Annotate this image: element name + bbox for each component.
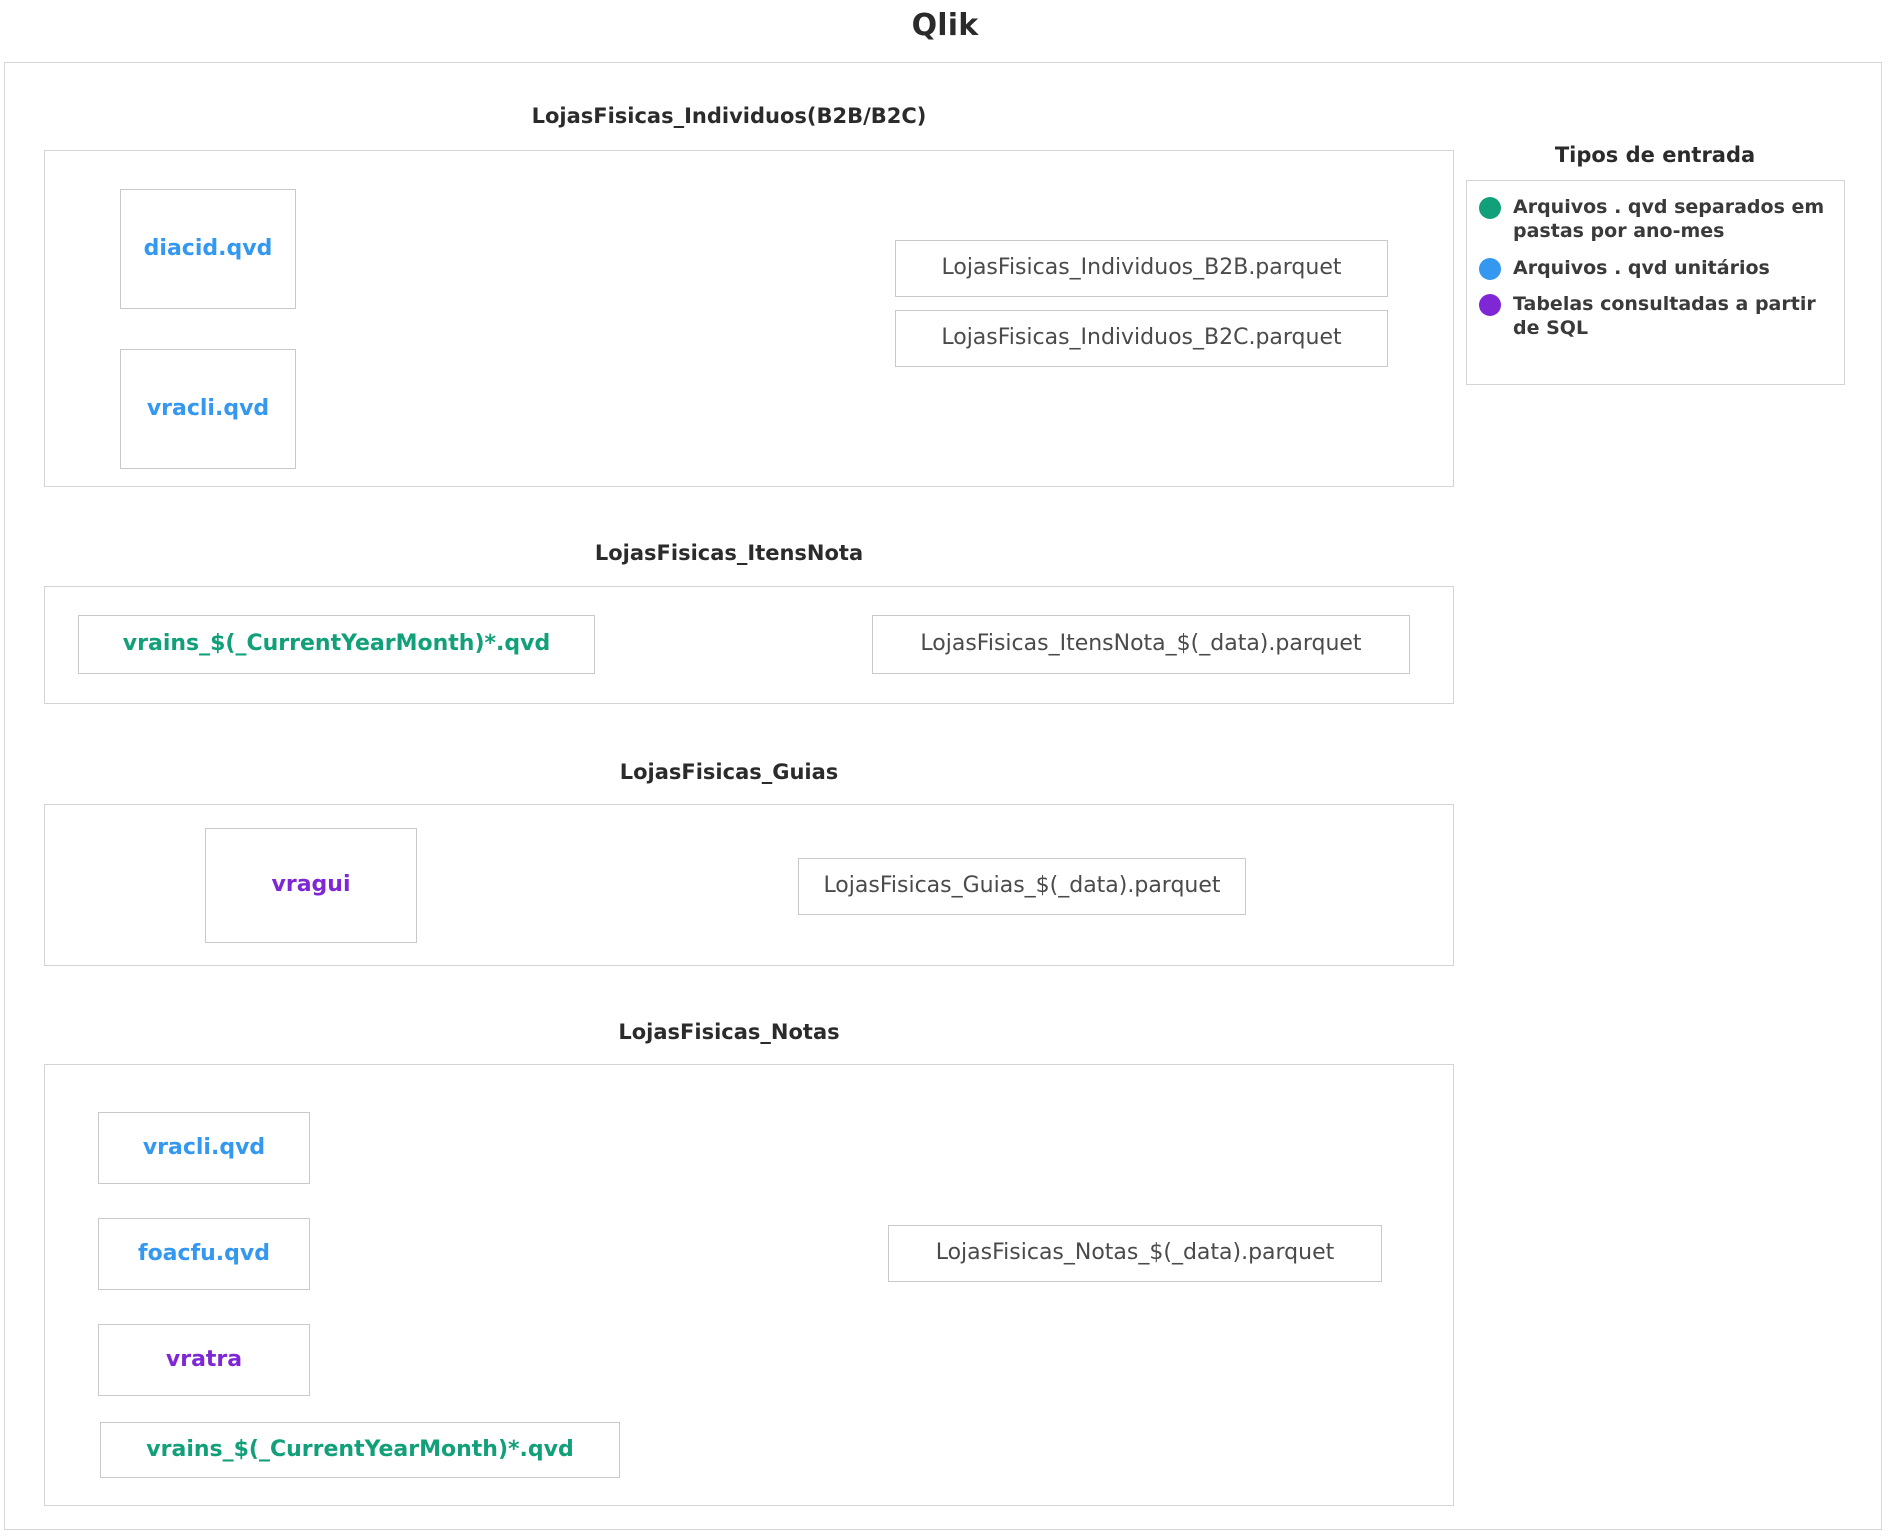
node-input-foacfu-notas[interactable]: foacfu.qvd <box>98 1218 310 1290</box>
node-label: LojasFisicas_Notas_$(_data).parquet <box>935 1240 1335 1266</box>
legend-item-sql: Tabelas consultadas a partir de SQL <box>1479 292 1832 341</box>
node-input-diacid-qvd[interactable]: diacid.qvd <box>120 189 296 309</box>
page-title: Qlik <box>911 8 979 43</box>
node-label: vracli.qvd <box>142 1134 266 1160</box>
node-label: LojasFisicas_ItensNota_$(_data).parquet <box>920 631 1362 657</box>
node-label: foacfu.qvd <box>138 1240 270 1266</box>
legend-box: Arquivos . qvd separados em pastas por a… <box>1466 180 1845 385</box>
node-output-itensnota[interactable]: LojasFisicas_ItensNota_$(_data).parquet <box>872 615 1410 674</box>
section-title-individuos: LojasFisicas_Individuos(B2B/B2C) <box>531 104 927 128</box>
node-input-vratra-notas[interactable]: vratra <box>98 1324 310 1396</box>
section-title-itensnota: LojasFisicas_ItensNota <box>594 541 864 565</box>
legend-dot-icon <box>1479 257 1501 280</box>
node-output-individuos-b2b[interactable]: LojasFisicas_Individuos_B2B.parquet <box>895 240 1388 297</box>
legend-dot-icon <box>1479 197 1501 219</box>
node-label: LojasFisicas_Individuos_B2B.parquet <box>941 255 1342 281</box>
node-label: diacid.qvd <box>143 235 273 261</box>
section-title-guias: LojasFisicas_Guias <box>619 760 839 784</box>
legend-item-label: Tabelas consultadas a partir de SQL <box>1513 292 1816 340</box>
legend-item-qvd-monthly: Arquivos . qvd separados em pastas por a… <box>1479 195 1832 244</box>
node-output-guias[interactable]: LojasFisicas_Guias_$(_data).parquet <box>798 858 1246 915</box>
node-input-vracli-notas[interactable]: vracli.qvd <box>98 1112 310 1184</box>
node-input-vragui[interactable]: vragui <box>205 828 417 943</box>
legend-item-label: Arquivos . qvd unitários <box>1513 256 1770 279</box>
legend-title: Tipos de entrada <box>1554 143 1756 167</box>
node-label: LojasFisicas_Individuos_B2C.parquet <box>941 325 1342 351</box>
node-input-vracli-qvd[interactable]: vracli.qvd <box>120 349 296 469</box>
diagram-outer-frame <box>4 62 1882 1530</box>
node-label: LojasFisicas_Guias_$(_data).parquet <box>823 873 1221 899</box>
legend-dot-icon <box>1479 293 1501 316</box>
node-label: vragui <box>271 872 351 898</box>
node-label: vracli.qvd <box>146 395 270 421</box>
legend-item-label: Arquivos . qvd separados em pastas por a… <box>1513 196 1825 243</box>
section-title-notas: LojasFisicas_Notas <box>618 1020 840 1044</box>
node-label: vratra <box>165 1346 243 1372</box>
node-output-notas[interactable]: LojasFisicas_Notas_$(_data).parquet <box>888 1225 1382 1282</box>
node-label: vrains_$(_CurrentYearMonth)*.qvd <box>146 1436 574 1462</box>
node-input-vrains-itensnota[interactable]: vrains_$(_CurrentYearMonth)*.qvd <box>78 615 595 674</box>
node-label: vrains_$(_CurrentYearMonth)*.qvd <box>122 631 551 657</box>
node-input-vrains-notas[interactable]: vrains_$(_CurrentYearMonth)*.qvd <box>100 1422 620 1478</box>
node-output-individuos-b2c[interactable]: LojasFisicas_Individuos_B2C.parquet <box>895 310 1388 367</box>
legend-item-qvd-single: Arquivos . qvd unitários <box>1479 256 1832 280</box>
